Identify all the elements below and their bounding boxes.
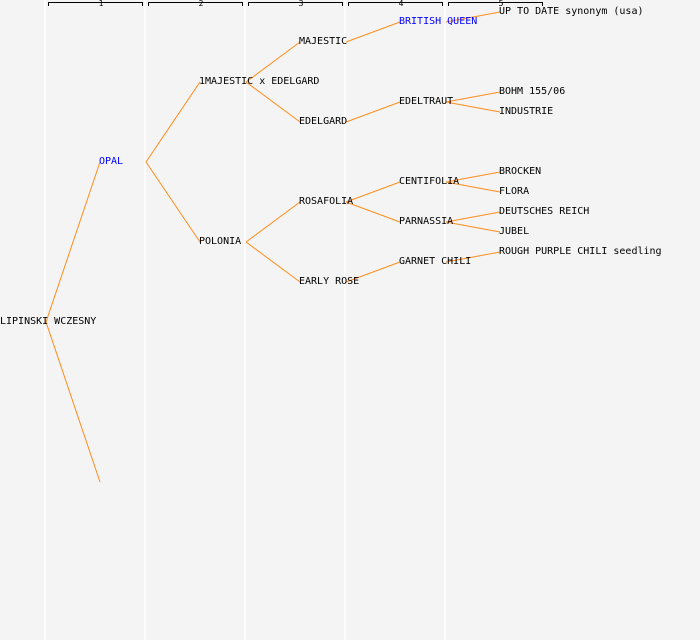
pedigree-link: [145, 161, 201, 243]
pedigree-link: [345, 21, 401, 43]
pedigree-link: [245, 41, 301, 83]
pedigree-link: [445, 181, 501, 193]
generation-header: 1: [98, 0, 104, 8]
pedigree-link: [45, 161, 101, 323]
pedigree-link: [445, 221, 501, 233]
pedigree-link: [245, 201, 301, 243]
generation-header: 3: [298, 0, 304, 8]
pedigree-node: FLORA: [499, 186, 530, 197]
pedigree-link: [145, 81, 201, 163]
generation-bracket: [48, 2, 143, 6]
pedigree-node: UP TO DATE synonym (usa): [499, 6, 644, 17]
pedigree-link: [445, 11, 501, 23]
pedigree-node[interactable]: OPAL: [99, 156, 124, 167]
pedigree-node: BOHM 155/06: [499, 86, 566, 97]
generation-bracket: [448, 2, 543, 6]
pedigree-node: CENTIFOLIA: [399, 176, 460, 187]
generation-bracket: [248, 2, 343, 6]
pedigree-node[interactable]: BRITISH QUEEN: [399, 16, 478, 27]
generation-header: 4: [398, 0, 404, 8]
pedigree-node: GARNET CHILI: [399, 256, 472, 267]
pedigree-link: [445, 91, 501, 103]
generation-bracket: [348, 2, 443, 6]
pedigree-node: DEUTSCHES REICH: [499, 206, 590, 217]
pedigree-node: LIPINSKI WCZESNY: [0, 316, 97, 327]
generation-bracket: [148, 2, 243, 6]
pedigree-node: EDELTRAUT: [399, 96, 454, 107]
pedigree-link: [245, 81, 301, 123]
pedigree-node: MAJESTIC: [299, 36, 348, 47]
pedigree-link: [345, 261, 401, 283]
pedigree-node: EARLY ROSE: [299, 276, 360, 287]
pedigree-node: POLONIA: [199, 236, 242, 247]
generation-header: 5: [498, 0, 504, 8]
pedigree-link: [45, 321, 101, 483]
pedigree-node: EDELGARD: [299, 116, 348, 127]
pedigree-link: [345, 101, 401, 123]
pedigree-node: BROCKEN: [499, 166, 542, 177]
pedigree-link: [445, 251, 501, 263]
pedigree-link: [345, 201, 401, 223]
pedigree-link: [445, 211, 501, 223]
pedigree-link: [245, 241, 301, 283]
pedigree-node: INDUSTRIE: [499, 106, 554, 117]
pedigree-link: [445, 101, 501, 113]
pedigree-node: JUBEL: [499, 226, 530, 237]
pedigree-node: 1MAJESTIC x EDELGARD: [199, 76, 320, 87]
pedigree-link: [445, 171, 501, 183]
pedigree-link: [345, 181, 401, 203]
pedigree-node: ROSAFOLIA: [299, 196, 354, 207]
generation-header: 2: [198, 0, 204, 8]
pedigree-node: ROUGH PURPLE CHILI seedling: [499, 246, 662, 257]
pedigree-node: PARNASSIA: [399, 216, 454, 227]
